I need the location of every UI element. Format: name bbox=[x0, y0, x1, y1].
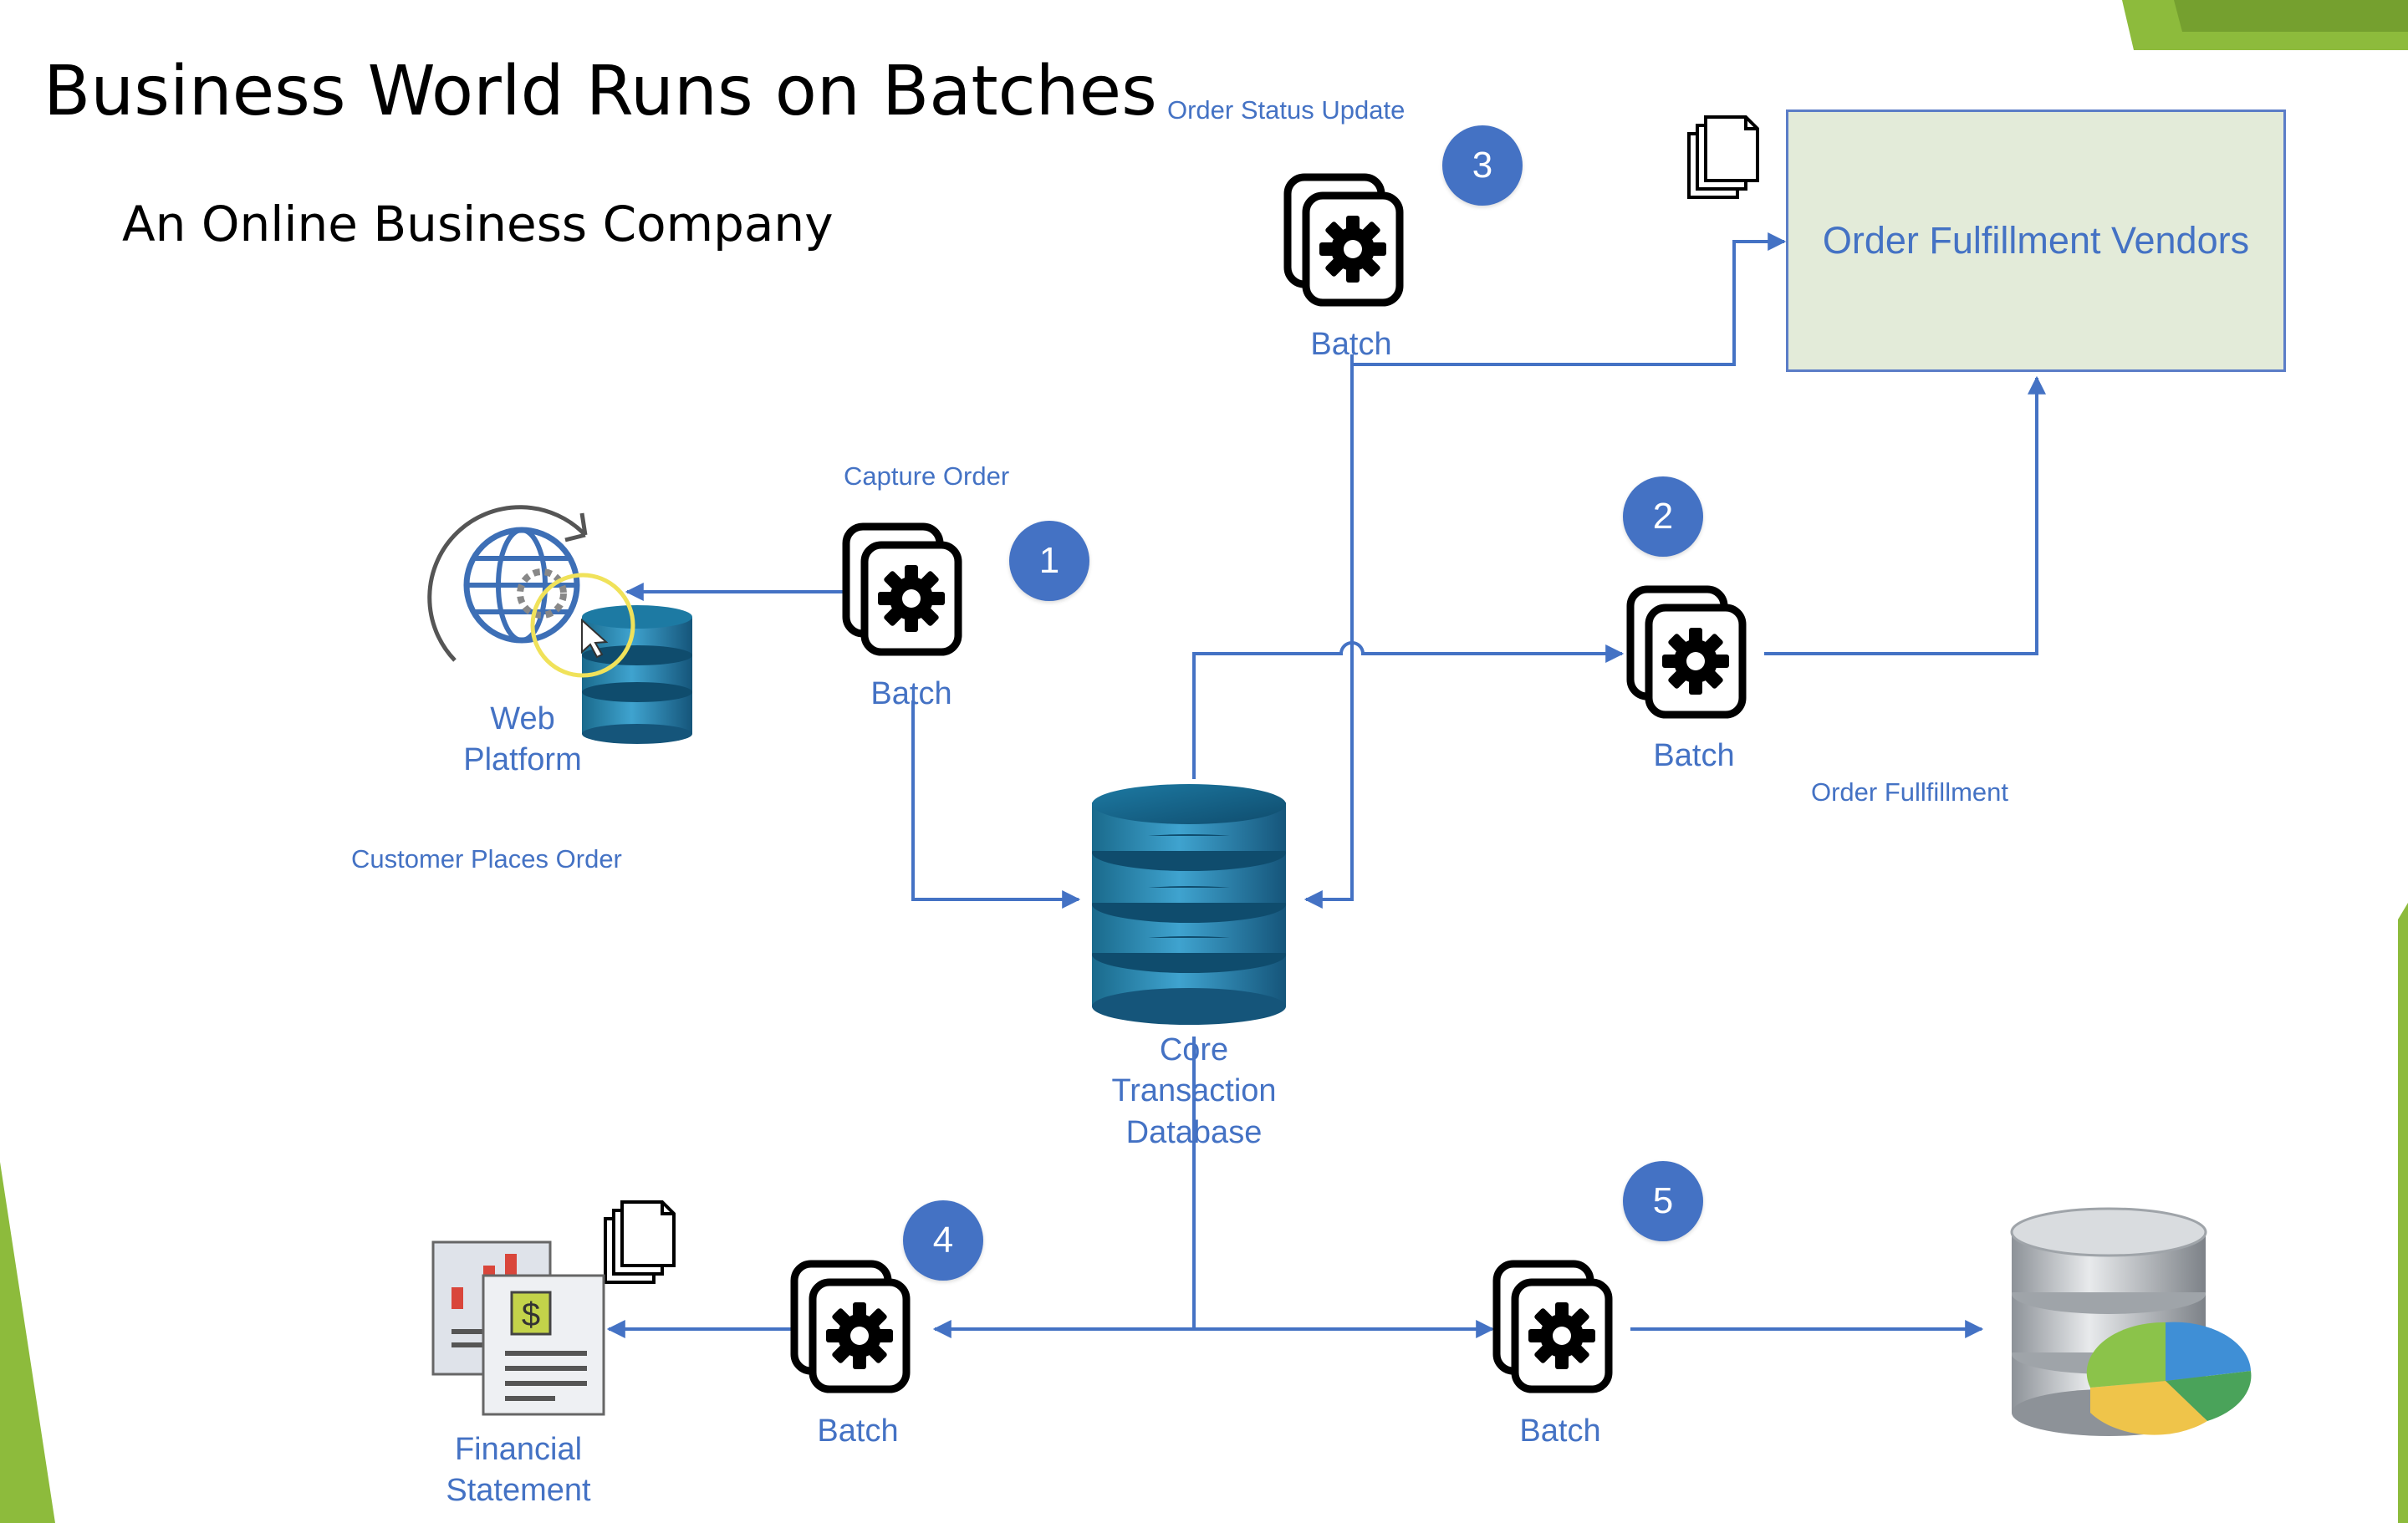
customer-places-order-label: Customer Places Order bbox=[351, 844, 622, 874]
theme-accent-top-dark bbox=[2174, 0, 2408, 32]
capture-order-label: Capture Order bbox=[844, 461, 1010, 491]
theme-accent-bottom-left bbox=[0, 1162, 55, 1523]
batch-3-label: Batch bbox=[1310, 327, 1392, 362]
order-fulfillment-label: Order Fullfillment bbox=[1811, 777, 2008, 807]
vendors-label: Order Fulfillment Vendors bbox=[1822, 219, 2250, 262]
core-database-icon bbox=[1092, 784, 1286, 1025]
batch-1-label: Batch bbox=[870, 676, 952, 711]
web-platform-label: Web Platform bbox=[463, 701, 582, 778]
financial-statement-label: Financial Statement bbox=[446, 1432, 591, 1509]
step-4-badge: 4 bbox=[903, 1200, 983, 1281]
connector-batch3-to-db bbox=[1303, 354, 1354, 909]
connector-batch3-to-vendors bbox=[1352, 232, 1787, 366]
batch-4-label: Batch bbox=[817, 1413, 899, 1449]
documents-icon-vendors bbox=[1687, 115, 1759, 199]
order-status-update-label: Order Status Update bbox=[1167, 95, 1406, 125]
batch-2-label: Batch bbox=[1653, 738, 1735, 773]
batch-5-label: Batch bbox=[1519, 1413, 1601, 1449]
financial-report-icon: $ bbox=[431, 1240, 605, 1416]
step-5-badge: 5 bbox=[1623, 1161, 1703, 1241]
connector-batch1-to-db bbox=[911, 700, 1081, 909]
documents-icon-financial bbox=[604, 1200, 676, 1284]
step-2-badge: 2 bbox=[1623, 476, 1703, 557]
slide-subtitle: An Online Business Company bbox=[122, 196, 834, 252]
batch-5-icon bbox=[1497, 1264, 1609, 1389]
connector-db-to-batch2 bbox=[1192, 641, 1625, 779]
connectors bbox=[606, 232, 2046, 1338]
batch-1-icon bbox=[846, 527, 958, 652]
core-database-label: Core Transaction Database bbox=[1111, 1032, 1277, 1150]
step-1-badge: 1 bbox=[1009, 521, 1089, 601]
batch-2-icon bbox=[1630, 589, 1742, 715]
batch-3-icon bbox=[1288, 177, 1400, 303]
connector-batch2-to-vendors bbox=[1764, 375, 2046, 655]
theme-accent-right bbox=[2398, 903, 2408, 1523]
batch-4-icon bbox=[794, 1264, 906, 1389]
order-fulfillment-vendors-box: Order Fulfillment Vendors bbox=[1786, 110, 2286, 372]
svg-text:$: $ bbox=[522, 1296, 540, 1333]
slide-title: Business World Runs on Batches bbox=[43, 52, 1157, 131]
web-platform-icon bbox=[427, 505, 692, 744]
step-3-badge: 3 bbox=[1442, 125, 1523, 206]
analytics-database-icon bbox=[2010, 1207, 2252, 1436]
